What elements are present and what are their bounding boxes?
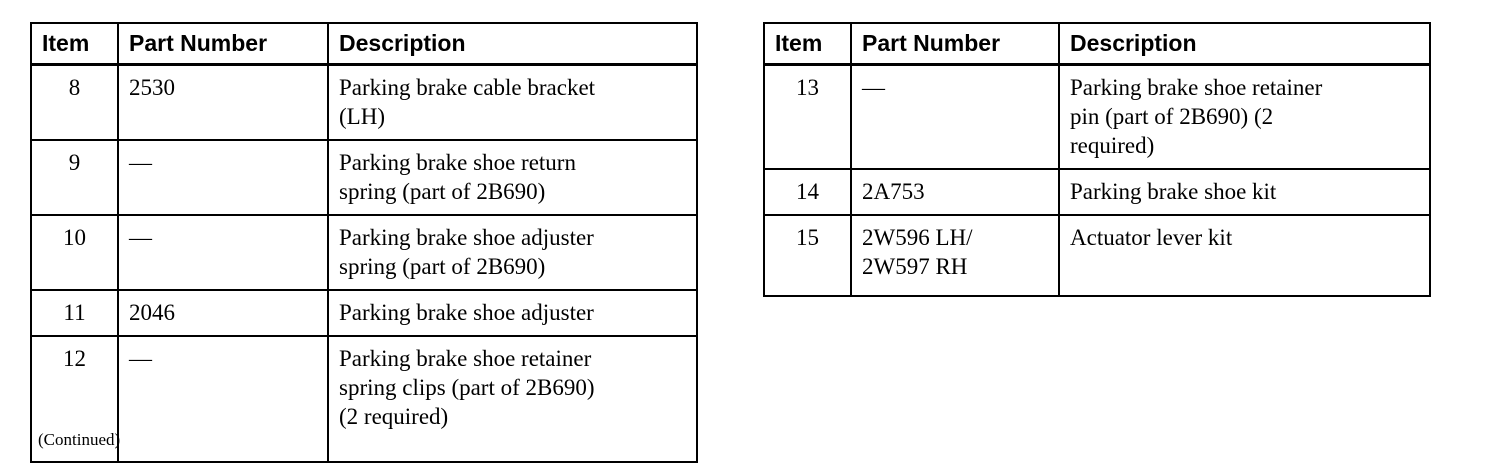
table-row: 8 2530 Parking brake cable bracket (LH)	[30, 64, 698, 140]
cell-item: 8	[30, 64, 119, 140]
column-header-item: Item	[30, 23, 119, 66]
column-header-part-number: Part Number	[117, 23, 329, 66]
description-line: Parking brake shoe adjuster	[339, 300, 594, 325]
cell-part-number: —	[850, 64, 1060, 169]
cell-description: Parking brake cable bracket (LH)	[327, 64, 698, 140]
cell-description: Parking brake shoe kit	[1058, 168, 1431, 215]
part-number-line: 2W597 RH	[862, 254, 968, 279]
cell-part-number: 2530	[117, 64, 329, 140]
cell-part-number: —	[117, 214, 329, 290]
parts-table-right: Item Part Number Description 13 — Parkin…	[763, 22, 1431, 297]
cell-part-number: —	[117, 139, 329, 215]
description-line: Actuator lever kit	[1070, 225, 1233, 250]
description-line: pin (part of 2B690) (2	[1070, 104, 1274, 129]
table-row: 15 2W596 LH/ 2W597 RH Actuator lever kit	[763, 214, 1431, 296]
column-header-description: Description	[1058, 23, 1431, 66]
header-row: Item Part Number Description	[763, 23, 1431, 66]
parts-table: Item Part Number Description 8 2530 Park…	[30, 22, 698, 463]
description-line: (2 required)	[339, 404, 449, 429]
description-line: Parking brake shoe retainer	[1070, 75, 1323, 100]
description-line: Parking brake shoe adjuster	[339, 225, 594, 250]
table-body: 8 2530 Parking brake cable bracket (LH) …	[30, 64, 698, 462]
parts-table-left: Item Part Number Description 8 2530 Park…	[30, 22, 698, 463]
table-row: 14 2A753 Parking brake shoe kit	[763, 168, 1431, 215]
part-number-line: 2W596 LH/	[862, 225, 973, 250]
cell-description: Parking brake shoe retainer spring clips…	[327, 335, 698, 462]
table-body: 13 — Parking brake shoe retainer pin (pa…	[763, 64, 1431, 296]
description-line: spring clips (part of 2B690)	[339, 375, 595, 400]
description-line: required)	[1070, 133, 1155, 158]
header-row: Item Part Number Description	[30, 23, 698, 66]
cell-description: Parking brake shoe return spring (part o…	[327, 139, 698, 215]
cell-part-number: 2A753	[850, 168, 1060, 215]
description-line: Parking brake shoe return	[339, 150, 576, 175]
description-line: Parking brake cable bracket	[339, 75, 596, 100]
cell-item: 13	[763, 64, 852, 169]
description-line: Parking brake shoe kit	[1070, 179, 1277, 204]
table-header: Item Part Number Description	[30, 23, 698, 66]
column-header-description: Description	[327, 23, 698, 66]
table-row: 12 — Parking brake shoe retainer spring …	[30, 335, 698, 462]
description-line: (LH)	[339, 104, 385, 129]
parts-table: Item Part Number Description 13 — Parkin…	[763, 22, 1431, 297]
cell-description: Parking brake shoe adjuster spring (part…	[327, 214, 698, 290]
cell-item: 15	[763, 214, 852, 296]
cell-description: Actuator lever kit	[1058, 214, 1431, 296]
table-row: 10 — Parking brake shoe adjuster spring …	[30, 214, 698, 290]
cell-part-number: 2W596 LH/ 2W597 RH	[850, 214, 1060, 296]
cell-item: 14	[763, 168, 852, 215]
table-row: 11 2046 Parking brake shoe adjuster	[30, 289, 698, 336]
continued-caption: (Continued)	[38, 430, 121, 449]
cell-item: 12	[30, 335, 119, 462]
cell-item: 9	[30, 139, 119, 215]
cell-part-number: 2046	[117, 289, 329, 336]
table-header: Item Part Number Description	[763, 23, 1431, 66]
cell-item: 11	[30, 289, 119, 336]
table-row: 13 — Parking brake shoe retainer pin (pa…	[763, 64, 1431, 169]
description-line: spring (part of 2B690)	[339, 254, 546, 279]
description-line: spring (part of 2B690)	[339, 179, 546, 204]
cell-description: Parking brake shoe adjuster	[327, 289, 698, 336]
cell-part-number: —	[117, 335, 329, 462]
column-header-part-number: Part Number	[850, 23, 1060, 66]
cell-description: Parking brake shoe retainer pin (part of…	[1058, 64, 1431, 169]
description-line: Parking brake shoe retainer	[339, 346, 592, 371]
table-row: 9 — Parking brake shoe return spring (pa…	[30, 139, 698, 215]
cell-item: 10	[30, 214, 119, 290]
column-header-item: Item	[763, 23, 852, 66]
